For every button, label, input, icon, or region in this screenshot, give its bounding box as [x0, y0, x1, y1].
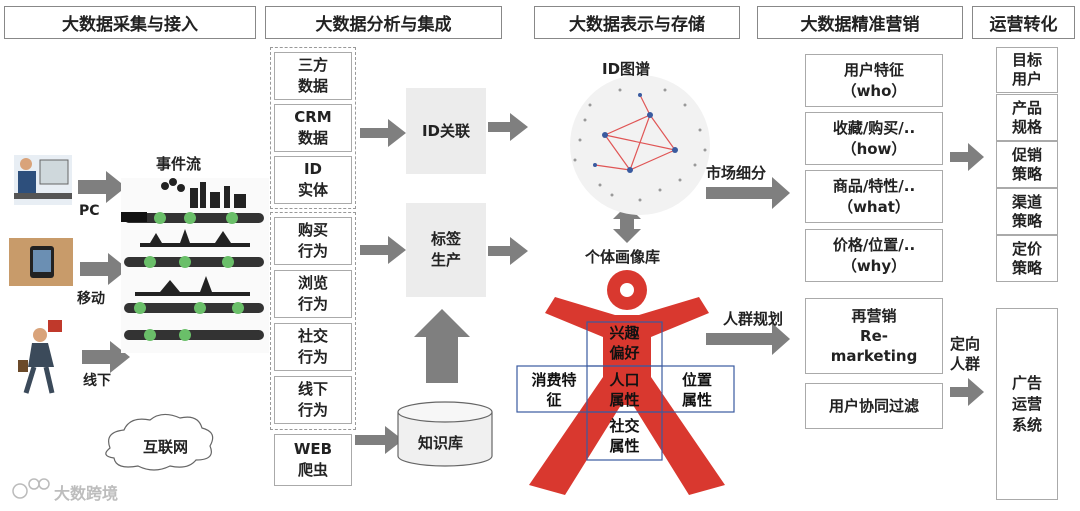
arrow-offline [82, 341, 130, 373]
arrow-kb-up [414, 309, 470, 383]
feature-what-box: 商品/特性/.. （what） [805, 170, 943, 223]
promotion-box: 促销 策略 [996, 141, 1058, 188]
arrow-to-ad [950, 378, 984, 406]
target-user-box: 目标 用户 [996, 47, 1058, 93]
arrow-to-kb [355, 426, 403, 454]
arrow-crowd-plan [706, 323, 790, 355]
product-spec-box: 产品 规格 [996, 94, 1058, 141]
remarketing-box: 再营销 Re- marketing [805, 298, 943, 374]
attr-interest: 兴趣 偏好 [609, 324, 640, 362]
event-flow-graphic [121, 178, 269, 353]
ad-system-box: 广告 运营 系统 [996, 308, 1058, 500]
internet-cloud [105, 413, 214, 471]
crm-data-box: CRM 数据 [274, 104, 352, 152]
channel-box: 渠道 策略 [996, 188, 1058, 235]
feature-who-box: 用户特征 （who） [805, 54, 943, 107]
event-flow-label: 事件流 [156, 155, 202, 173]
pricing-box: 定价 策略 [996, 235, 1058, 282]
arrow-to-conversion [950, 143, 984, 171]
header-conversion: 运营转化 [972, 6, 1075, 39]
knowledge-base-label: 知识库 [418, 434, 464, 452]
persona-attribute-grid [516, 321, 735, 461]
header-analysis: 大数据分析与集成 [265, 6, 502, 39]
id-entity-box: ID 实体 [274, 156, 352, 204]
arrow-tag-to-persona [488, 237, 528, 265]
attr-population: 人口 属性 [609, 371, 640, 409]
market-seg-label: 市场细分 [706, 164, 767, 182]
header-collection: 大数据采集与接入 [4, 6, 256, 39]
attr-consumption: 消费特 征 [531, 371, 577, 409]
web-crawler-box: WEB 爬虫 [274, 434, 352, 486]
source-mobile-label: 移动 [77, 291, 105, 307]
arrow-to-tag [360, 236, 406, 264]
attr-social: 社交 属性 [609, 417, 640, 455]
feature-how-box: 收藏/购买/.. （how） [805, 112, 943, 165]
watermark-text: 大数跨境 [54, 484, 119, 503]
behavior-group-frame [270, 212, 356, 430]
id-graph-network [570, 75, 710, 215]
internet-label: 互联网 [143, 438, 189, 456]
browse-behavior-box: 浏览 行为 [274, 270, 352, 318]
arrow-market-seg [706, 177, 790, 209]
collab-filter-box: 用户协同过滤 [805, 383, 943, 429]
arrow-to-id-link [360, 119, 406, 147]
pc-user-icon [14, 155, 72, 205]
source-offline-label: 线下 [83, 373, 111, 389]
watermark-logo [12, 478, 50, 499]
targeting-label: 定向 人群 [950, 335, 981, 373]
feature-why-box: 价格/位置/.. （why） [805, 229, 943, 282]
id-graph-label: ID图谱 [602, 60, 651, 78]
mobile-hand-icon [9, 238, 73, 286]
purchase-behavior-box: 购买 行为 [274, 217, 352, 265]
social-behavior-box: 社交 行为 [274, 323, 352, 371]
persona-lib-label: 个体画像库 [585, 248, 661, 266]
arrow-id-to-graph [488, 113, 528, 141]
tag-production-box: 标签 生产 [406, 203, 486, 297]
persona-figure [529, 270, 725, 495]
header-storage: 大数据表示与存储 [534, 6, 740, 39]
third-party-data-box: 三方 数据 [274, 52, 352, 100]
header-marketing: 大数据精准营销 [757, 6, 963, 39]
offline-person-icon [18, 320, 62, 394]
attr-location: 位置 属性 [681, 371, 712, 409]
crowd-plan-label: 人群规划 [723, 310, 784, 328]
source-pc-label: PC [79, 203, 100, 219]
arrow-pc [78, 171, 126, 203]
knowledge-base-cylinder [397, 401, 493, 467]
id-link-box: ID关联 [406, 88, 486, 174]
data-group-frame [270, 47, 356, 209]
arrow-mobile [80, 253, 128, 285]
offline-behavior-box: 线下 行为 [274, 376, 352, 424]
